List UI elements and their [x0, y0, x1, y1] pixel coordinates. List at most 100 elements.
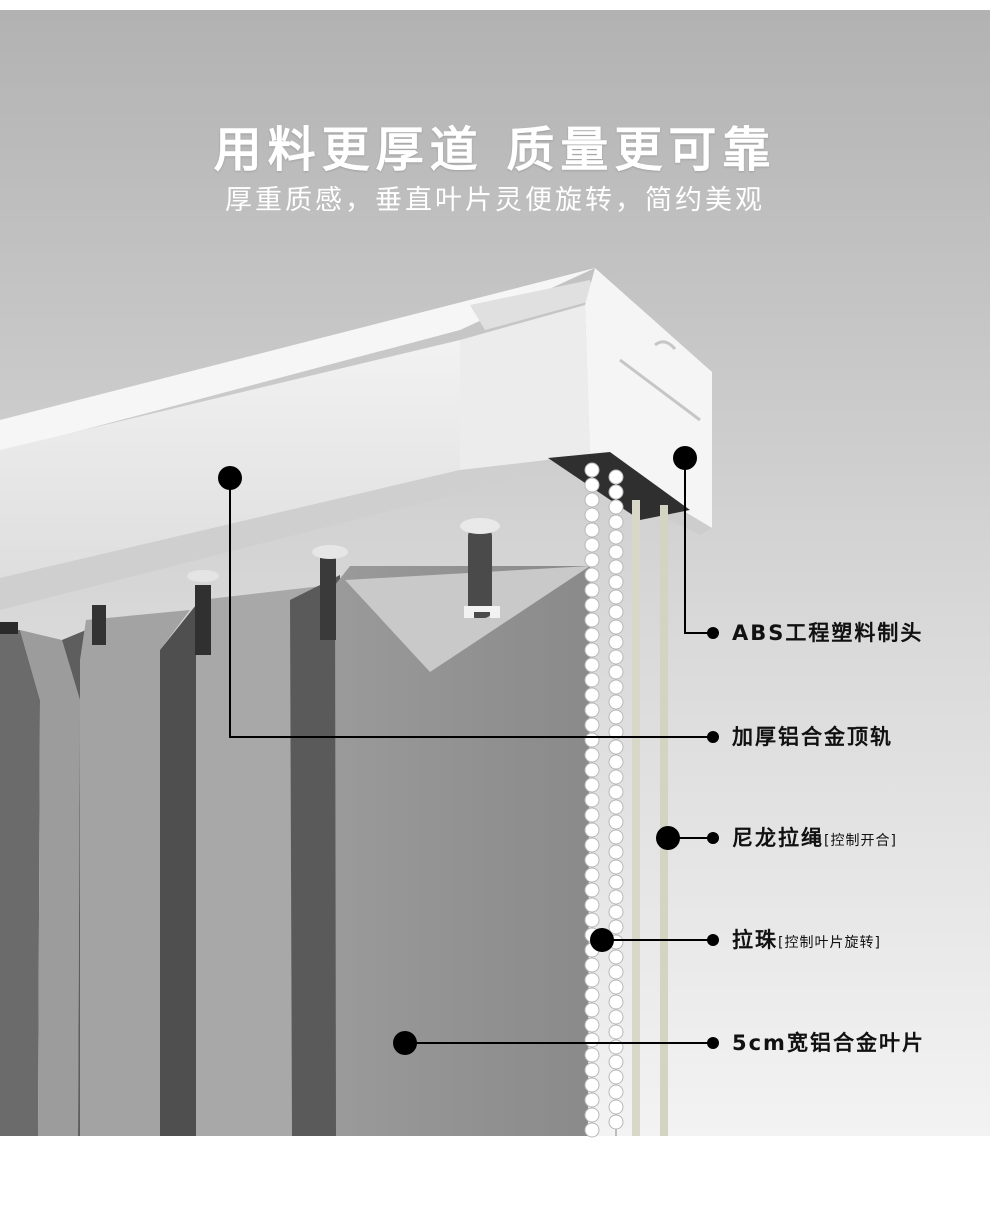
bead — [608, 769, 624, 785]
bead — [608, 859, 624, 875]
bead — [608, 1114, 624, 1130]
bead — [608, 559, 624, 575]
bead — [584, 972, 600, 988]
bead — [608, 484, 624, 500]
bead — [608, 544, 624, 560]
bead — [584, 1122, 600, 1138]
bead — [584, 612, 600, 628]
bead — [608, 619, 624, 635]
marker-end-cap — [673, 446, 697, 470]
bead — [584, 672, 600, 688]
bead — [584, 987, 600, 1003]
bead — [608, 514, 624, 530]
bead — [608, 904, 624, 920]
bead — [608, 919, 624, 935]
bead — [584, 1047, 600, 1063]
callout-note: [控制开合] — [824, 833, 897, 849]
callout-slat: 5cm宽铝合金叶片 — [732, 1028, 925, 1061]
bead — [584, 597, 600, 613]
bead — [584, 552, 600, 568]
bead — [608, 889, 624, 905]
bead — [608, 604, 624, 620]
bead — [608, 814, 624, 830]
marker-bead-chain — [590, 928, 614, 952]
leader-lines — [229, 458, 713, 1044]
bead — [584, 507, 600, 523]
bead — [608, 754, 624, 770]
bead — [584, 582, 600, 598]
bead — [584, 747, 600, 763]
callout-label: 5cm宽铝合金叶片 — [732, 1031, 925, 1055]
bead — [584, 642, 600, 658]
bead — [608, 574, 624, 590]
bead — [584, 762, 600, 778]
marker-slat — [393, 1031, 417, 1055]
slat — [80, 610, 190, 1136]
bead-chain — [584, 462, 624, 1138]
bead — [584, 1032, 600, 1048]
bead — [608, 784, 624, 800]
bead — [584, 657, 600, 673]
bead — [608, 694, 624, 710]
slat — [290, 575, 345, 1136]
bead — [608, 589, 624, 605]
leader-line-end-cap — [684, 458, 713, 634]
bead — [608, 844, 624, 860]
bead — [608, 634, 624, 650]
bead — [608, 664, 624, 680]
bead — [584, 882, 600, 898]
marker-nylon-cord — [656, 826, 680, 850]
slat — [0, 630, 40, 1136]
slat-front-fold — [345, 566, 590, 672]
bead — [584, 687, 600, 703]
bead — [608, 739, 624, 755]
bead — [608, 1024, 624, 1040]
bead — [608, 649, 624, 665]
bead — [608, 799, 624, 815]
bead — [608, 724, 624, 740]
bead — [584, 822, 600, 838]
bead — [584, 912, 600, 928]
leader-line-top-rail — [229, 478, 713, 738]
bead — [584, 1062, 600, 1078]
endpoint-end-cap — [707, 627, 719, 639]
bead — [584, 537, 600, 553]
bead — [608, 1099, 624, 1115]
bead — [608, 1069, 624, 1085]
bead — [584, 897, 600, 913]
endpoint-top-rail — [707, 731, 719, 743]
callout-end-cap: ABS工程塑料制头 — [732, 618, 923, 651]
bead — [608, 829, 624, 845]
endpoint-slat — [707, 1037, 719, 1049]
bead — [584, 777, 600, 793]
bead — [608, 979, 624, 995]
bead — [608, 529, 624, 545]
endpoint-nylon-cord — [707, 832, 719, 844]
bead — [584, 837, 600, 853]
bead — [584, 1107, 600, 1123]
slat — [20, 630, 80, 1136]
bead — [584, 492, 600, 508]
callout-label: 加厚铝合金顶轨 — [732, 725, 893, 749]
callout-label: 尼龙拉绳 — [732, 826, 824, 850]
bead — [608, 874, 624, 890]
bead — [584, 1077, 600, 1093]
markers — [218, 446, 719, 1055]
bead — [584, 717, 600, 733]
bead — [608, 994, 624, 1010]
bead — [584, 1092, 600, 1108]
bead — [584, 477, 600, 493]
nylon-cord — [632, 500, 668, 1136]
marker-top-rail — [218, 466, 242, 490]
callout-note: [控制叶片旋转] — [778, 935, 881, 951]
bead — [584, 1002, 600, 1018]
bead — [584, 957, 600, 973]
callout-top-rail: 加厚铝合金顶轨 — [732, 722, 893, 755]
bead — [584, 702, 600, 718]
callout-label: 拉珠 — [732, 928, 778, 952]
callout-bead-chain: 拉珠[控制叶片旋转] — [732, 925, 881, 958]
bead — [584, 792, 600, 808]
bead — [584, 867, 600, 883]
